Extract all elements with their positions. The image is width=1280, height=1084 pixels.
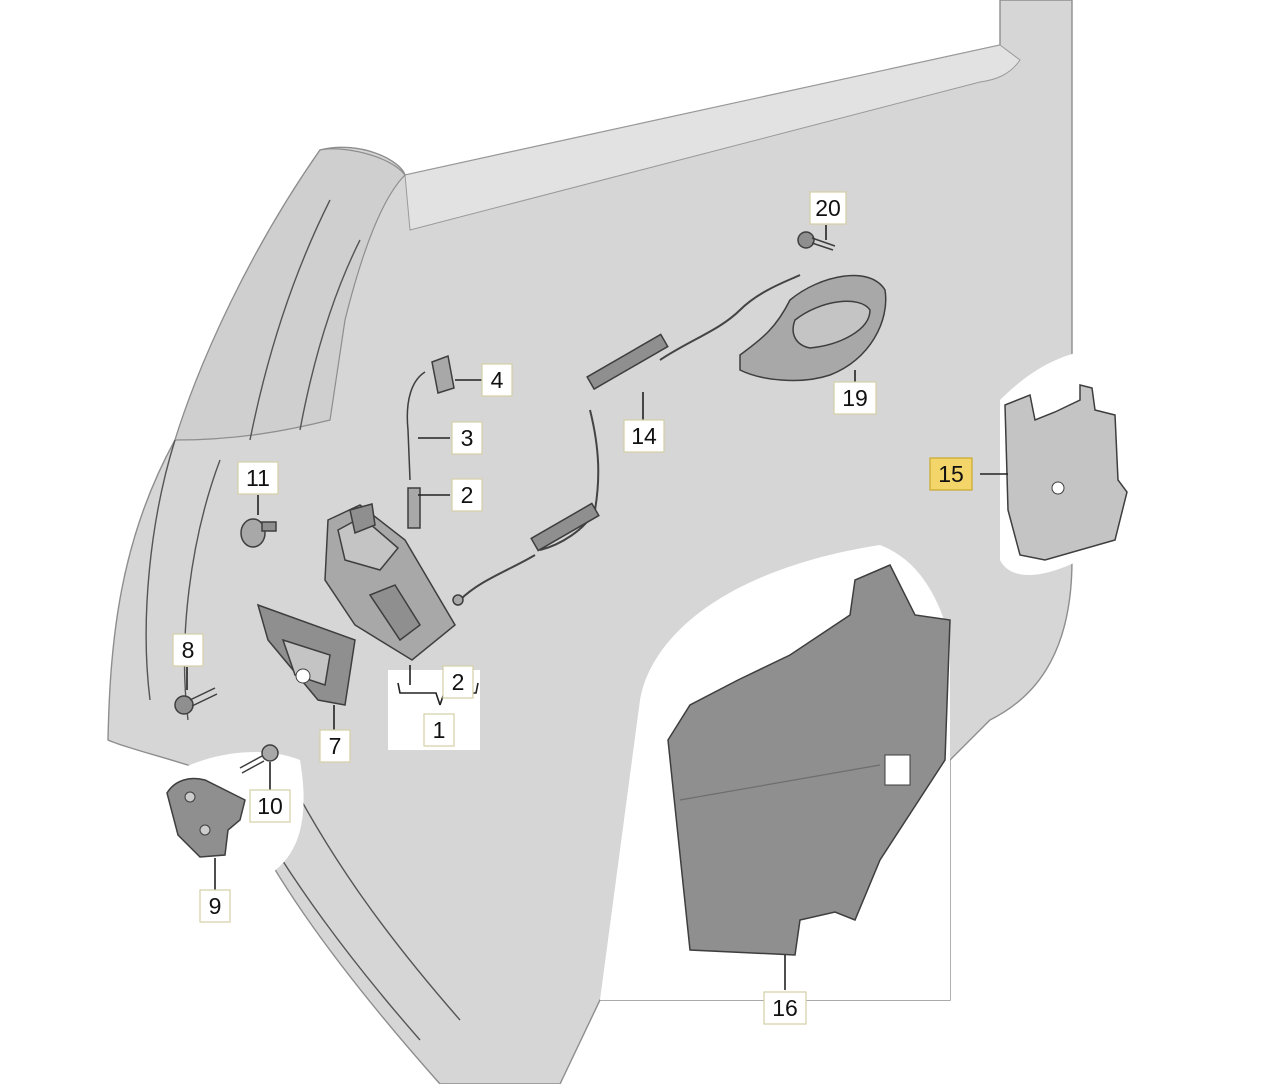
svg-text:15: 15 bbox=[938, 461, 964, 487]
pillar-edge-line bbox=[249, 199, 331, 441]
pillar-edge-line-2 bbox=[299, 239, 361, 431]
svg-text:3: 3 bbox=[461, 425, 474, 451]
door-panel bbox=[107, 0, 1160, 1084]
part-9-striker bbox=[166, 777, 246, 858]
part-19-inner-handle bbox=[739, 274, 887, 382]
part-4-clip bbox=[431, 354, 455, 394]
svg-text:2: 2 bbox=[452, 669, 465, 695]
callout-2-lower: 2 bbox=[442, 665, 474, 699]
part-8-bolt bbox=[174, 687, 218, 715]
callout-16: 16 bbox=[763, 991, 807, 1025]
callout-7: 7 bbox=[319, 729, 351, 763]
svg-text:14: 14 bbox=[631, 423, 657, 449]
part-16-lower-trim bbox=[667, 564, 951, 956]
front-edge-curve-2 bbox=[183, 459, 221, 721]
part-10-screw bbox=[239, 744, 279, 774]
callout-20: 20 bbox=[809, 191, 847, 225]
callout-1: 1 bbox=[423, 713, 455, 747]
part-20-screw bbox=[797, 231, 836, 251]
svg-text:8: 8 bbox=[182, 637, 195, 663]
callout-2-upper: 2 bbox=[451, 478, 483, 512]
part-11-bolt bbox=[240, 518, 277, 548]
svg-text:7: 7 bbox=[329, 733, 342, 759]
part-3-rod bbox=[406, 371, 426, 481]
svg-text:10: 10 bbox=[257, 793, 283, 819]
svg-text:9: 9 bbox=[209, 893, 222, 919]
callout-19: 19 bbox=[833, 381, 877, 415]
svg-text:1: 1 bbox=[433, 717, 446, 743]
part-1-door-lock bbox=[324, 503, 456, 661]
callout-11: 11 bbox=[237, 461, 279, 495]
svg-text:11: 11 bbox=[246, 465, 270, 491]
part-14-cable bbox=[452, 274, 801, 606]
svg-text:19: 19 bbox=[842, 385, 868, 411]
part-15-bracket bbox=[1004, 384, 1128, 561]
part-7-lock-plate bbox=[256, 603, 356, 706]
callout-15: 15 bbox=[929, 457, 973, 491]
callout-10: 10 bbox=[249, 789, 291, 823]
svg-text:4: 4 bbox=[491, 367, 504, 393]
svg-text:16: 16 bbox=[772, 995, 798, 1021]
callout-14: 14 bbox=[623, 419, 665, 453]
part-2-bushing bbox=[407, 487, 421, 529]
svg-text:2: 2 bbox=[461, 482, 474, 508]
callout-9: 9 bbox=[199, 889, 231, 923]
callout-4: 4 bbox=[481, 363, 513, 397]
callout-8: 8 bbox=[172, 633, 204, 667]
svg-text:20: 20 bbox=[815, 195, 841, 221]
callout-3: 3 bbox=[451, 421, 483, 455]
door-top-sill bbox=[404, 44, 1021, 231]
front-edge-curve bbox=[145, 439, 176, 701]
